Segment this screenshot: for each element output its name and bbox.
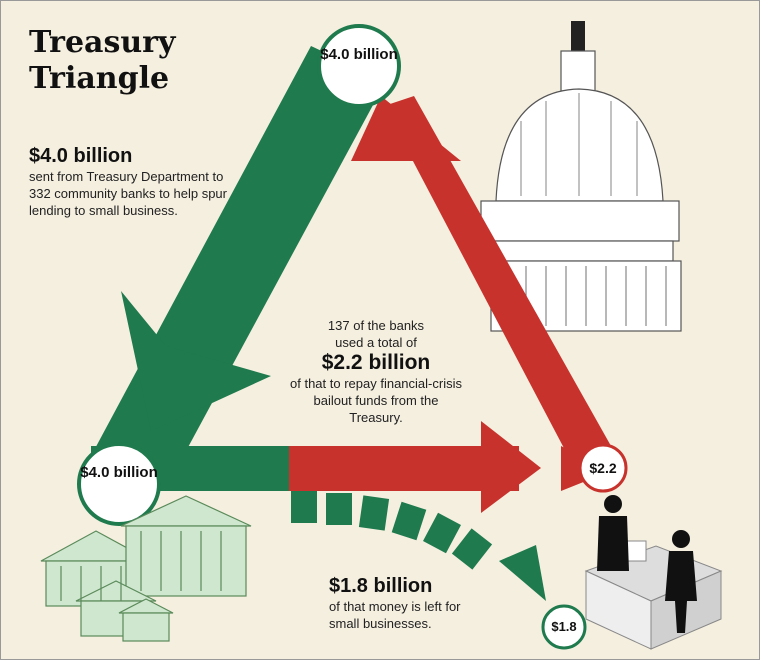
red-arrow-up: [351, 96, 611, 471]
center-line2: of that to repay financial-crisis bailou…: [290, 376, 462, 425]
dashed-green-arrow: [291, 491, 546, 601]
people-at-counter-icon: [584, 495, 723, 650]
green-arrow-down: [91, 46, 386, 456]
center-annotation: 137 of the banks used a total of $2.2 bi…: [271, 317, 481, 426]
bottom-description: of that money is left for small business…: [329, 599, 461, 631]
bottom-amount: $1.8 billion: [329, 575, 433, 597]
badge-left-circle: [77, 442, 161, 526]
bank-buildings-icon: [40, 495, 252, 642]
badge-right-circle: [578, 443, 628, 493]
left-amount: $4.0 billion: [29, 145, 133, 167]
page-title: Treasury Triangle: [29, 25, 176, 96]
center-amount: $2.2 billion: [321, 351, 431, 374]
red-arrow-right: [289, 421, 611, 513]
badge-left: $4.0 billion: [80, 464, 158, 481]
bottom-annotation: $1.8 billion of that money is left for s…: [329, 574, 509, 632]
badge-right: $2.2: [589, 460, 617, 476]
badge-bottom-circle: [541, 604, 587, 650]
badge-top-circle: [317, 24, 401, 108]
center-line1: 137 of the banks used a total of: [327, 318, 425, 350]
left-annotation: $4.0 billion sent from Treasury Departme…: [29, 144, 229, 219]
left-description: sent from Treasury Department to 332 com…: [29, 169, 227, 218]
badge-top: $4.0 billion: [320, 46, 398, 63]
badge-bottom: $1.8: [551, 619, 577, 634]
